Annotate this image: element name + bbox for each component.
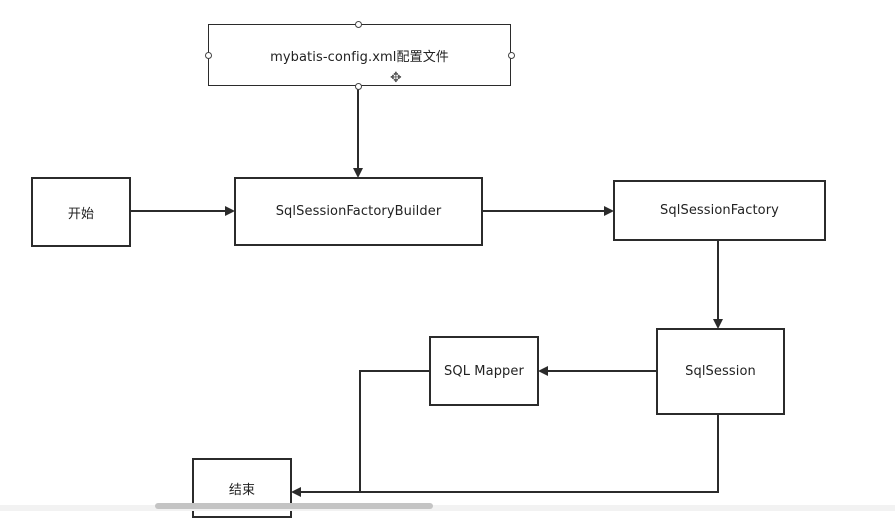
sqlsessionfactorybuilder-node[interactable]: SqlSessionFactoryBuilder [234, 177, 483, 246]
start-node[interactable]: 开始 [31, 177, 131, 247]
config-file-node[interactable]: mybatis-config.xml配置文件 [208, 24, 511, 86]
edge-mapper-to-end [359, 370, 429, 492]
selection-handle-top[interactable] [355, 21, 362, 28]
sqlsession-label: SqlSession [685, 364, 756, 379]
sql-mapper-node[interactable]: SQL Mapper [429, 336, 539, 406]
move-handle-icon[interactable]: ✥ [390, 70, 402, 86]
sqlsession-node[interactable]: SqlSession [656, 328, 785, 415]
sqlsessionfactory-label: SqlSessionFactory [660, 203, 779, 218]
selection-handle-bottom[interactable] [355, 83, 362, 90]
sqlsessionfactorybuilder-label: SqlSessionFactoryBuilder [275, 204, 442, 219]
end-label: 结束 [228, 482, 256, 498]
horizontal-scrollbar-track[interactable] [0, 505, 895, 511]
start-label: 开始 [67, 206, 95, 222]
horizontal-scrollbar-thumb[interactable] [155, 503, 433, 509]
edge-session-to-end [291, 415, 719, 497]
config-file-label: mybatis-config.xml配置文件 [270, 49, 449, 65]
selection-handle-left[interactable] [205, 52, 212, 59]
sql-mapper-label: SQL Mapper [444, 363, 524, 379]
selection-handle-right[interactable] [508, 52, 515, 59]
sqlsessionfactory-node[interactable]: SqlSessionFactory [613, 180, 826, 241]
